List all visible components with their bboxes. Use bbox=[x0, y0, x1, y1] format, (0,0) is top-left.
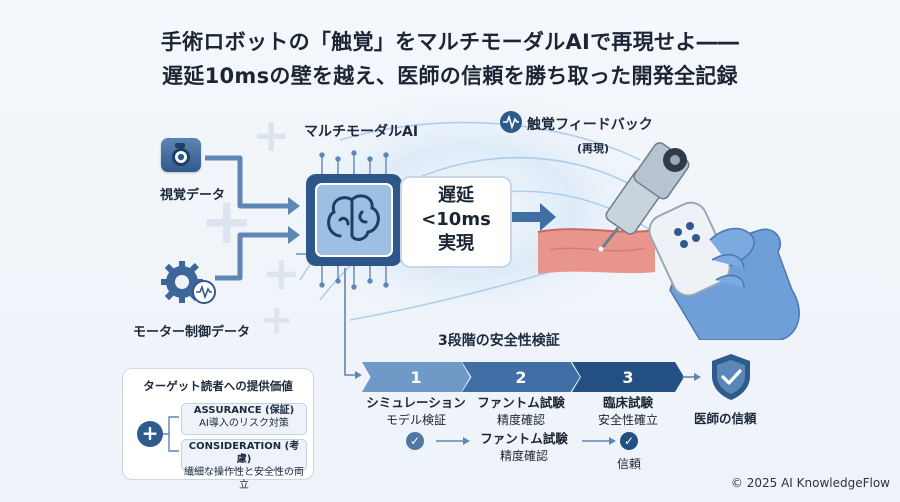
consideration-title: CONSIDERATION (考慮) bbox=[188, 441, 300, 465]
step-1-name: シミュレーション bbox=[366, 395, 466, 410]
input-motor-label: モーター制御データ bbox=[133, 325, 251, 340]
assurance-card: ASSURANCE (保証) AI導入のリスク対策 bbox=[181, 403, 307, 435]
assurance-desc: AI導入のリスク対策 bbox=[199, 418, 289, 429]
input-visual-label: 視覚データ bbox=[160, 188, 226, 203]
step-1-chevron: 1 bbox=[362, 362, 470, 392]
robot-arm-illustration bbox=[537, 142, 800, 340]
check-icon-1: ✓ bbox=[406, 432, 424, 450]
step-3-label: 臨床試験 安全性確立 bbox=[574, 394, 682, 429]
latency-line-1: 遅延 bbox=[438, 185, 474, 206]
shield-check-icon bbox=[712, 354, 750, 400]
haptic-sub-label: (再現) bbox=[577, 142, 610, 155]
plus-decor-2: + bbox=[200, 185, 254, 259]
title-line-1: 手術ロボットの「触覚」をマルチモーダルAIで再現せよ―― bbox=[160, 30, 740, 54]
plus-decor-3: + bbox=[262, 246, 301, 300]
step-1-desc: モデル検証 bbox=[385, 413, 446, 427]
gear-icon bbox=[160, 258, 218, 312]
step-3-chevron: 3 bbox=[572, 362, 684, 392]
plus-decor-1: + bbox=[252, 108, 291, 162]
step-3-name: 臨床試験 bbox=[602, 395, 653, 410]
haptic-label: 触覚フィードバック bbox=[527, 117, 653, 133]
step-1-number: 1 bbox=[410, 367, 422, 387]
plus-badge-icon: + bbox=[137, 421, 163, 447]
bracket-connector bbox=[163, 416, 179, 452]
flow-arrow-2 bbox=[582, 437, 616, 445]
lower-step-name: ファントム試験 bbox=[480, 431, 568, 446]
check-icon-2: ✓ bbox=[620, 432, 638, 450]
step-3-number: 3 bbox=[622, 367, 634, 387]
consideration-card: CONSIDERATION (考慮) 繊細な操作性と安全性の両立 bbox=[181, 439, 307, 491]
title-line-2: 遅延10msの壁を越え、医師の信頼を勝ち取った開発全記録 bbox=[161, 64, 738, 88]
target-value-box: ターゲット読者への提供価値 + ASSURANCE (保証) AI導入のリスク対… bbox=[122, 368, 314, 491]
lower-step-desc: 精度確認 bbox=[499, 449, 548, 463]
step-2-label: ファントム試験 精度確認 bbox=[466, 394, 576, 429]
camera-icon bbox=[161, 138, 201, 172]
ai-label: マルチモーダルAI bbox=[304, 124, 419, 140]
trust-label: 信頼 bbox=[616, 457, 641, 471]
step-2-number: 2 bbox=[515, 367, 527, 387]
waveform-icon bbox=[500, 111, 522, 133]
ai-chip bbox=[296, 150, 422, 290]
step-2-name: ファントム試験 bbox=[477, 395, 565, 410]
step-3-desc: 安全性確立 bbox=[597, 413, 658, 427]
lower-step-label: ファントム試験 精度確認 bbox=[472, 430, 576, 465]
target-title: ターゲット読者への提供価値 bbox=[143, 379, 293, 393]
validation-title: 3段階の安全性検証 bbox=[438, 333, 560, 349]
assurance-title: ASSURANCE (保証) bbox=[193, 405, 295, 416]
latency-box: 遅延 <10ms 実現 bbox=[400, 176, 512, 268]
plus-decor-4: + bbox=[260, 297, 294, 343]
copyright: © 2025 AI KnowledgeFlow bbox=[730, 476, 890, 490]
arrow-to-trust-icon bbox=[682, 373, 701, 381]
flow-arrow-1 bbox=[436, 437, 470, 445]
step-2-desc: 精度確認 bbox=[496, 413, 545, 427]
trust-result-label: 医師の信頼 bbox=[694, 411, 757, 426]
latency-line-3: 実現 bbox=[438, 233, 474, 254]
step-1-label: シミュレーション モデル検証 bbox=[362, 394, 470, 429]
consideration-desc: 繊細な操作性と安全性の両立 bbox=[184, 467, 304, 491]
latency-line-2: <10ms bbox=[421, 209, 491, 230]
step-2-chevron: 2 bbox=[462, 362, 580, 392]
